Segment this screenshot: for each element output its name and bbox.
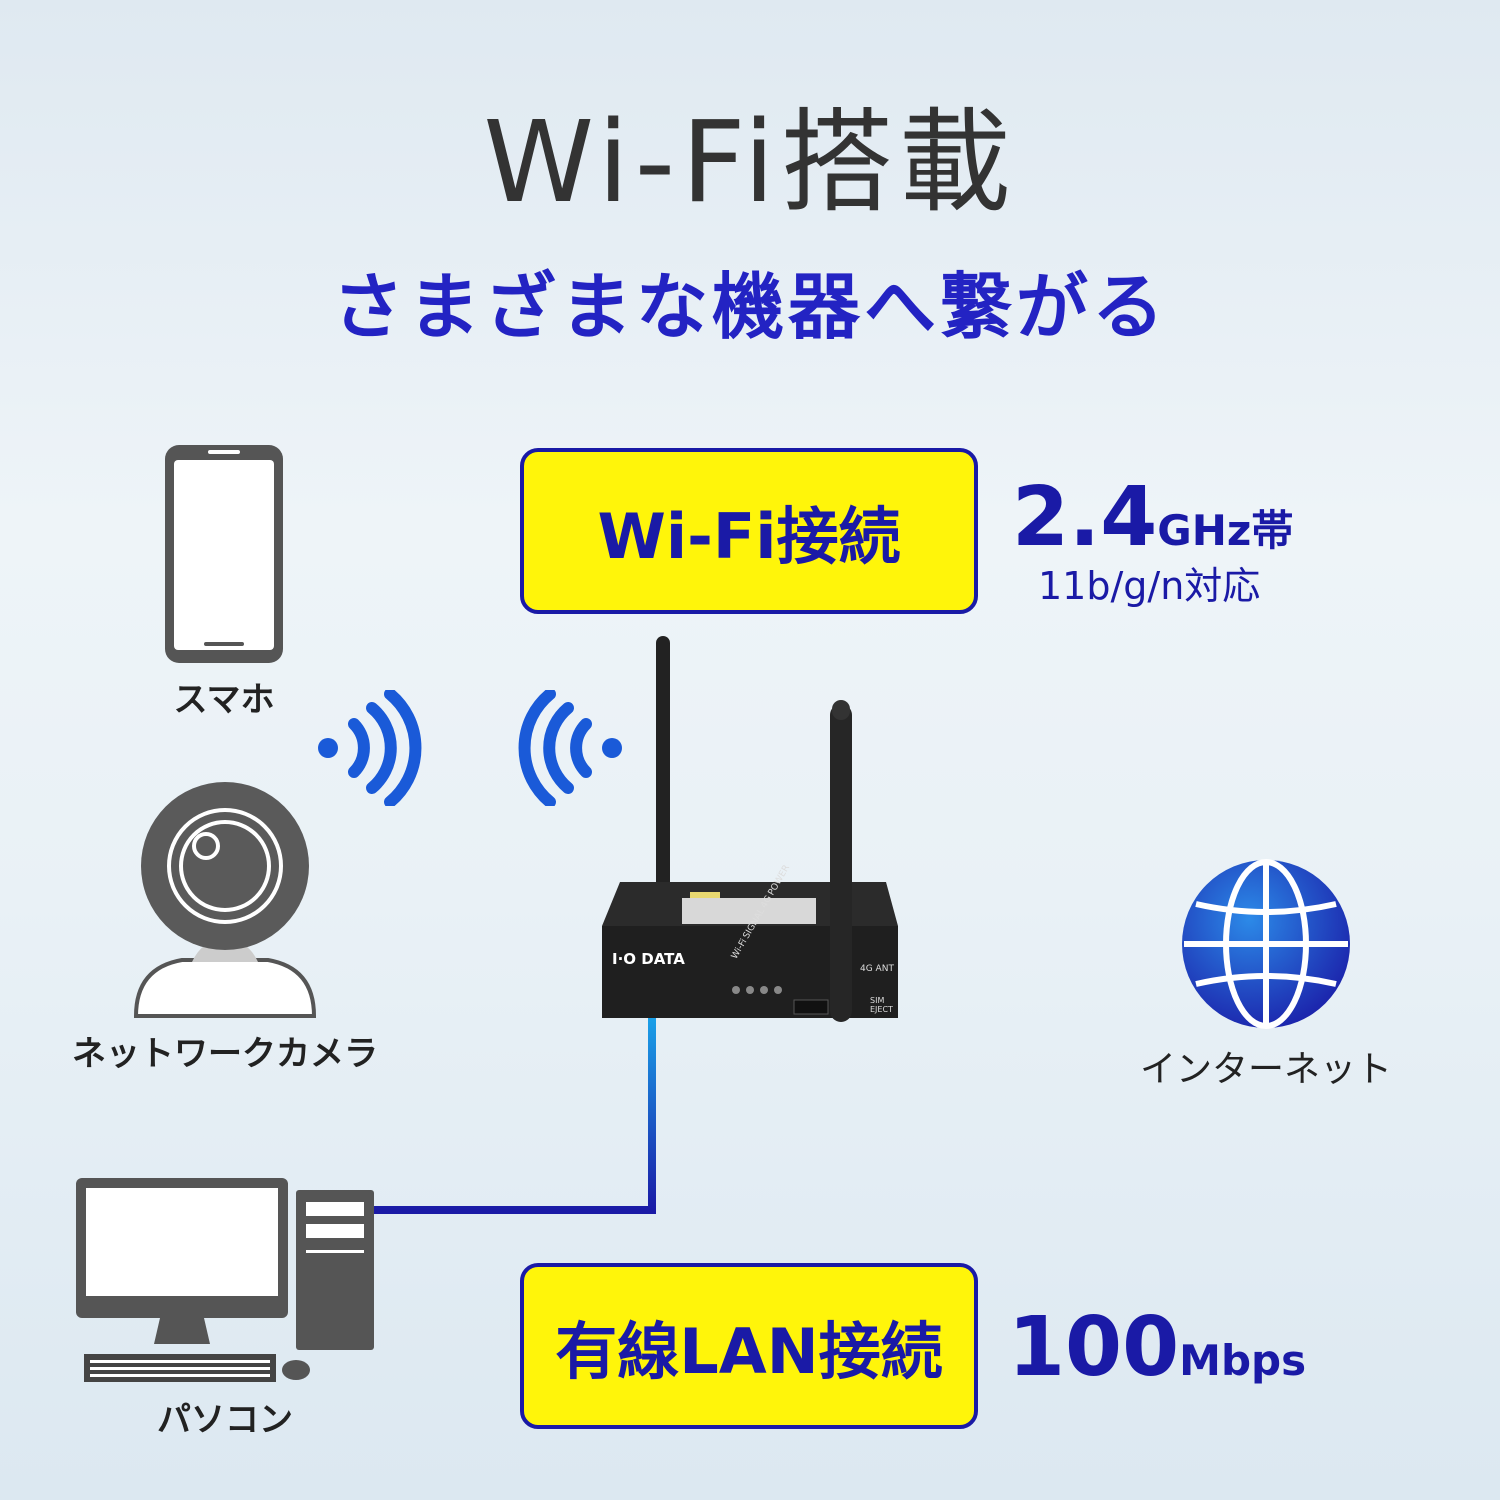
- wifi-frequency: 2.4GHz帯: [1012, 470, 1293, 565]
- router-image: I·O DATA Wi-Fi SIGNAL 4G POWER 4G ANT SI…: [598, 630, 904, 1022]
- smartphone-label: スマホ: [173, 680, 275, 720]
- lan-speed: 100Mbps: [1008, 1300, 1306, 1395]
- smartphone-icon: [165, 445, 283, 663]
- lan-connection-badge: 有線LAN接続: [520, 1263, 978, 1429]
- frequency-unit: GHz帯: [1157, 506, 1294, 555]
- camera-label: ネットワークカメラ: [72, 1034, 378, 1074]
- pc-label: パソコン: [157, 1400, 293, 1440]
- wifi-connection-badge: Wi-Fi接続: [520, 448, 978, 614]
- wifi-signal-icon: [318, 690, 422, 806]
- frequency-value: 2.4: [1012, 470, 1158, 565]
- router-sim-label: SIM EJECT: [870, 996, 893, 1014]
- webcam-icon: [133, 782, 317, 1018]
- router-brand: I·O DATA: [612, 950, 685, 968]
- speed-unit: Mbps: [1179, 1336, 1307, 1385]
- page-subtitle: さまざまな機器へ繋がる: [331, 265, 1168, 349]
- internet-label: インターネット: [1139, 1049, 1392, 1090]
- globe-icon: [1182, 859, 1350, 1029]
- page-title: Wi-Fi搭載: [483, 98, 1017, 228]
- router-ant-label: 4G ANT: [860, 964, 894, 974]
- wifi-standards: 11b/g/n対応: [1038, 564, 1261, 608]
- desktop-pc-icon: [76, 1178, 374, 1382]
- lan-line: [372, 1018, 656, 1214]
- wifi-signal-icon: [518, 690, 622, 806]
- speed-value: 100: [1008, 1300, 1180, 1395]
